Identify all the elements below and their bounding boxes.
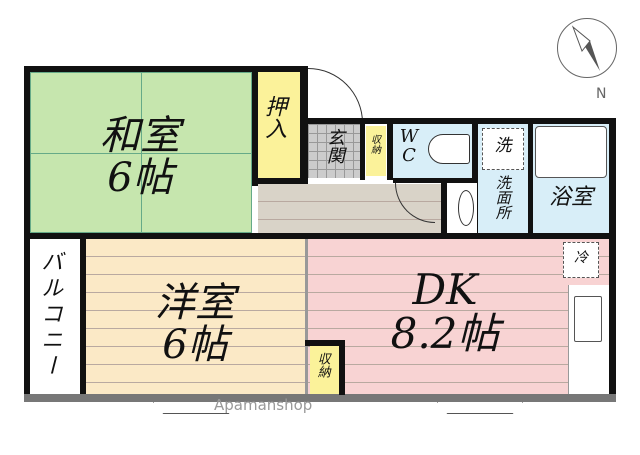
fridge-space [563,242,599,278]
wall [252,66,258,186]
wall [300,66,308,186]
wall [472,118,478,236]
wall [387,118,393,180]
wall [305,239,308,394]
window [437,402,523,414]
compass-north-label: N [596,86,607,102]
room-storage-entry [366,126,386,176]
genkan-label: 玄関 [323,128,345,164]
watermark: Apamanshop [214,396,313,414]
wall [528,118,533,236]
toilet-icon [428,134,470,164]
bottom-wall [24,394,616,402]
room-oshiire [258,72,300,180]
washer-label: 洗 [494,136,512,156]
wall [441,183,447,236]
bath-label: 浴室 [548,185,593,210]
wall [24,233,616,239]
senmenjo-label: 洗面所 [493,175,512,220]
room-washitsu [30,72,252,233]
wall [305,340,345,346]
oshiire-label: 押入 [261,95,287,139]
room-yoshitsu [86,239,305,394]
room-storage-room [310,346,339,394]
compass-icon [557,18,617,78]
wall [252,178,308,184]
wall [360,118,365,180]
wall [339,340,345,395]
wall [609,118,616,400]
wc-label: WC [399,126,419,166]
wall [393,178,478,183]
storage-entry-label: 収納 [368,134,380,154]
sink-icon [458,190,474,226]
wall [305,118,616,124]
room-dk [308,239,609,394]
wall [24,66,308,72]
storage-room-label: 収納 [314,352,330,378]
room-genkan [308,124,360,178]
entrance-door[interactable] [308,68,363,123]
stove-icon [574,296,602,342]
wall [80,239,86,394]
washer-space [482,128,524,170]
bathtub-icon [535,126,607,178]
balcony-label: バルコニー [37,250,63,380]
balcony [30,239,80,394]
fridge-label: 冷 [574,250,588,266]
